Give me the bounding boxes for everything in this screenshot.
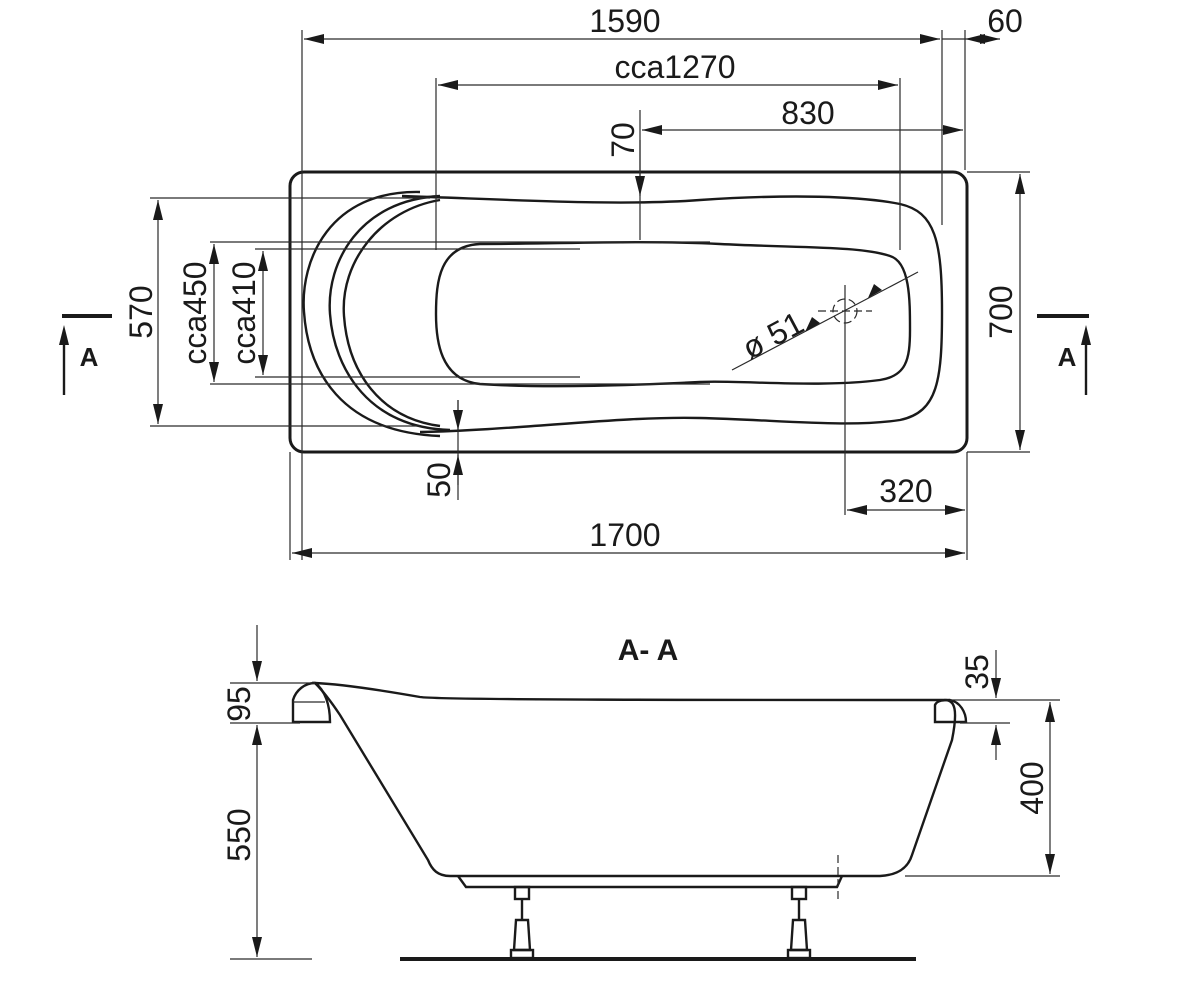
headrest-curve-inner [342, 198, 441, 428]
headrest-curve-outer [302, 190, 441, 438]
right-rim-lip [933, 698, 968, 724]
dim-label-drain-diameter: ø 51 [736, 304, 809, 366]
section-title: A- A [618, 634, 679, 667]
support-frame [457, 875, 844, 889]
tub-section-body [311, 681, 957, 878]
dim-label-570: 570 [123, 285, 159, 338]
section-mark-left-label: A [80, 342, 99, 372]
dim-label-70: 70 [605, 122, 641, 158]
section-mark-left: A [59, 314, 112, 395]
dim-label-700: 700 [983, 285, 1019, 338]
section-mark-right-label: A [1058, 342, 1077, 372]
dim-label-1590: 1590 [589, 3, 660, 39]
headrest-curve-middle [328, 194, 451, 432]
section-mark-right: A [1037, 314, 1091, 395]
tub-bottom-outline [434, 241, 912, 388]
tub-inner-basin [401, 194, 944, 434]
leg-right [786, 885, 812, 960]
dim-label-400: 400 [1014, 761, 1050, 814]
dim-label-cca410: cca410 [226, 261, 262, 364]
plan-view: 1590 60 cca1270 830 70 570 cca450 cca410… [59, 3, 1091, 560]
leg-left [509, 885, 535, 960]
tub-outer-rim [288, 170, 969, 454]
dim-label-cca450: cca450 [177, 261, 213, 364]
dim-label-320: 320 [879, 473, 932, 509]
dim-label-95: 95 [221, 686, 257, 722]
dim-label-cca1270: cca1270 [615, 49, 736, 85]
section-view: A- A [221, 625, 1060, 961]
drain-diameter-leader [731, 271, 919, 371]
dim-label-60: 60 [987, 3, 1023, 39]
dim-label-50: 50 [421, 462, 457, 498]
dim-label-830: 830 [781, 95, 834, 131]
dim-label-35: 35 [959, 654, 995, 690]
dim-label-1700: 1700 [589, 517, 660, 553]
dim-label-550: 550 [221, 808, 257, 861]
